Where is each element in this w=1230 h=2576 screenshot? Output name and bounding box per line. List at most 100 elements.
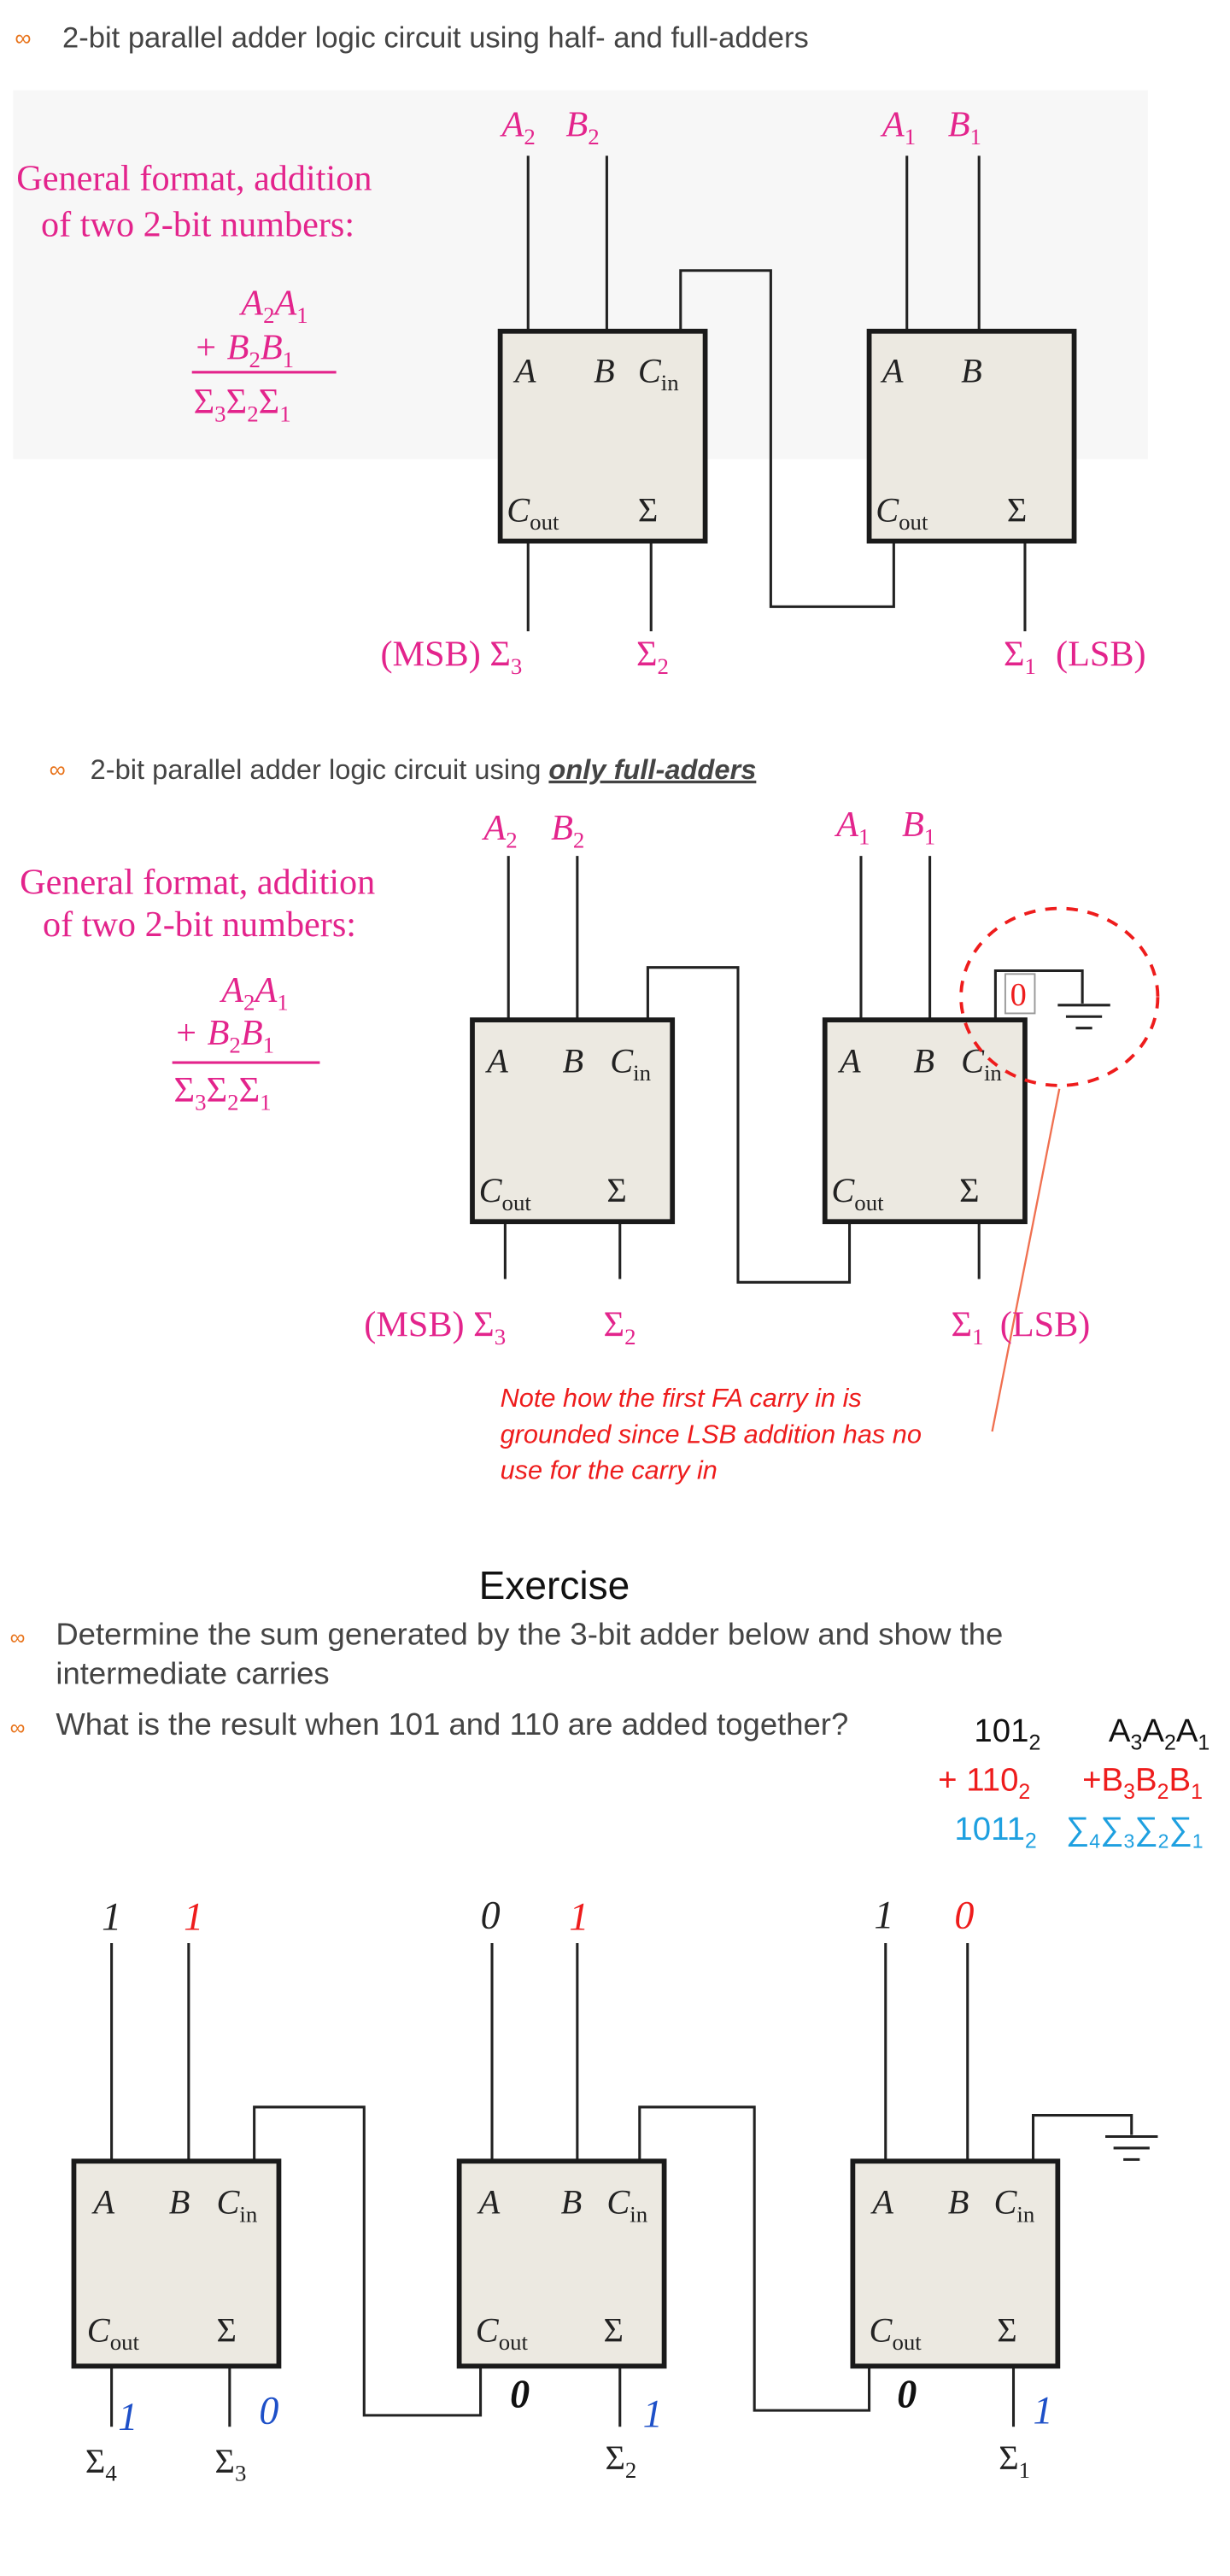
sum-result-vars: ∑4∑3∑2∑1 bbox=[1066, 1811, 1204, 1853]
output-label-msb: (MSB) Σ3 bbox=[364, 1305, 506, 1350]
svg-text:Cout: Cout bbox=[876, 490, 928, 535]
full-adder-block-1: A B Cin Cout Σ bbox=[850, 2158, 1061, 2369]
svg-text:Cin: Cin bbox=[216, 2183, 257, 2228]
half-adder-block: A B Cout Σ bbox=[866, 328, 1077, 544]
output-label-s2: Σ2 bbox=[605, 2438, 636, 2483]
bullet-icon: ∞ bbox=[50, 757, 66, 782]
svg-text:Σ: Σ bbox=[997, 2310, 1016, 2349]
bullet-icon: ∞ bbox=[10, 1716, 26, 1740]
output-label-s2: Σ2 bbox=[604, 1305, 636, 1350]
format-label-1: General format, addition bbox=[16, 159, 372, 199]
svg-text:Cin: Cin bbox=[993, 2183, 1034, 2228]
output-label-s3: Σ3 bbox=[215, 2442, 247, 2486]
svg-text:B: B bbox=[563, 1042, 584, 1080]
input-label-b1: B1 bbox=[902, 805, 935, 850]
output-label-lsb: Σ1(LSB) bbox=[1004, 634, 1146, 679]
hand-b3: 1 bbox=[184, 1895, 203, 1939]
output-label-msb: (MSB) Σ3 bbox=[380, 634, 522, 679]
svg-text:Cout: Cout bbox=[870, 2310, 922, 2355]
svg-text:A: A bbox=[477, 2183, 501, 2222]
ground-icon bbox=[1105, 2134, 1158, 2161]
svg-text:A: A bbox=[484, 1042, 508, 1080]
full-adder-block-msb: A B Cin Cout Σ bbox=[470, 1017, 676, 1225]
hand-sum2: 1 bbox=[643, 2392, 663, 2435]
svg-text:A: A bbox=[837, 1042, 861, 1080]
wires bbox=[526, 155, 1027, 632]
section-exercise: Exercise ∞ Determine the sum generated b… bbox=[10, 1563, 1210, 2486]
sum-result: 10112 bbox=[954, 1811, 1036, 1853]
note-line-3: use for the carry in bbox=[501, 1455, 718, 1485]
note-line-1: Note how the first FA carry in is bbox=[501, 1383, 862, 1413]
svg-text:Cin: Cin bbox=[606, 2183, 647, 2228]
exercise-bullet-1-line-2: intermediate carries bbox=[56, 1656, 329, 1691]
svg-text:B: B bbox=[169, 2183, 190, 2222]
heading: 2-bit parallel adder logic circuit using… bbox=[91, 753, 757, 785]
hand-b1: 0 bbox=[954, 1894, 974, 1937]
output-label-s2: Σ2 bbox=[636, 634, 669, 679]
hand-a1: 1 bbox=[874, 1894, 893, 1937]
exercise-title: Exercise bbox=[479, 1563, 630, 1607]
format-label-1: General format, addition bbox=[20, 862, 375, 902]
svg-text:Cin: Cin bbox=[610, 1042, 651, 1086]
svg-text:Cout: Cout bbox=[476, 2310, 529, 2355]
svg-text:A: A bbox=[870, 2183, 893, 2222]
input-label-b2: B2 bbox=[551, 808, 584, 853]
svg-text:A: A bbox=[91, 2183, 115, 2222]
full-adder-block-2: A B Cin Cout Σ bbox=[456, 2158, 667, 2369]
addend-1-vars: A3A2A1 bbox=[1109, 1712, 1210, 1755]
svg-text:Cin: Cin bbox=[638, 351, 679, 395]
wires bbox=[110, 1942, 1133, 2427]
handwritten-annotations: 1 1 0 1 1 0 0 0 1 0 1 1 bbox=[102, 1894, 1052, 2438]
bullet-icon: ∞ bbox=[10, 1626, 26, 1650]
equation-row-3: Σ3Σ2Σ1 bbox=[194, 382, 291, 427]
svg-text:Cout: Cout bbox=[87, 2310, 140, 2355]
addend-2-vars: +B3B2B1 bbox=[1082, 1761, 1203, 1804]
hand-carry-out-1: 0 bbox=[897, 2372, 917, 2415]
worked-sum: 1012 A3A2A1 + 1102 +B3B2B1 10112 ∑4∑3∑2∑… bbox=[938, 1712, 1210, 1853]
svg-text:Cout: Cout bbox=[831, 1171, 884, 1215]
hand-a3: 1 bbox=[102, 1895, 121, 1939]
section-half-full-adder: ∞ 2-bit parallel adder logic circuit usi… bbox=[13, 22, 1148, 679]
ground-value: 0 bbox=[1010, 977, 1027, 1013]
annotation-pointer bbox=[991, 1088, 1061, 1432]
input-label-a1: A1 bbox=[880, 104, 916, 149]
hand-a2: 0 bbox=[481, 1894, 501, 1937]
format-label-2: of two 2-bit numbers: bbox=[41, 204, 354, 244]
svg-text:B: B bbox=[561, 2183, 583, 2222]
svg-text:Σ: Σ bbox=[1007, 490, 1027, 529]
input-label-a1: A1 bbox=[834, 805, 870, 850]
note-line-2: grounded since LSB addition has no bbox=[501, 1419, 922, 1449]
heading: 2-bit parallel adder logic circuit using… bbox=[62, 22, 809, 55]
addend-1: 1012 bbox=[974, 1712, 1040, 1755]
svg-text:B: B bbox=[961, 351, 982, 389]
highlight-circle bbox=[959, 906, 1160, 1087]
input-label-a2: A2 bbox=[500, 104, 536, 149]
exercise-bullet-1-line-1: Determine the sum generated by the 3-bit… bbox=[56, 1617, 1003, 1652]
exercise-bullet-2: What is the result when 101 and 110 are … bbox=[56, 1707, 848, 1742]
hand-sum3: 0 bbox=[259, 2388, 278, 2432]
equation-row-1: A2A1 bbox=[238, 284, 308, 329]
equation-row-3: Σ3Σ2Σ1 bbox=[174, 1070, 272, 1115]
full-adder-block: A B Cin Cout Σ bbox=[497, 328, 708, 544]
svg-text:B: B bbox=[948, 2183, 969, 2222]
ground-value-box bbox=[1004, 973, 1036, 1015]
output-label-s1: Σ1 bbox=[999, 2438, 1030, 2483]
bullet-icon: ∞ bbox=[15, 26, 31, 51]
ground-icon bbox=[1057, 1004, 1110, 1030]
input-label-a2: A2 bbox=[481, 808, 517, 853]
hand-carry-out-2: 0 bbox=[510, 2372, 530, 2415]
wires bbox=[503, 856, 1084, 1284]
equation-row-1: A2A1 bbox=[219, 970, 288, 1016]
section-only-full-adders: ∞ 2-bit parallel adder logic circuit usi… bbox=[20, 753, 1160, 1485]
svg-text:Cout: Cout bbox=[479, 1171, 532, 1215]
addend-2: + 1102 bbox=[938, 1761, 1030, 1804]
full-adder-block-3: A B Cin Cout Σ bbox=[71, 2158, 282, 2369]
equation-row-2: + B2B1 bbox=[174, 1013, 275, 1058]
full-adder-block-lsb: A B Cin Cout Σ bbox=[822, 1017, 1028, 1225]
svg-text:Σ: Σ bbox=[216, 2310, 236, 2349]
hand-sum1: 1 bbox=[1034, 2388, 1053, 2432]
svg-text:Σ: Σ bbox=[606, 1171, 626, 1209]
hand-b2: 1 bbox=[569, 1895, 589, 1939]
